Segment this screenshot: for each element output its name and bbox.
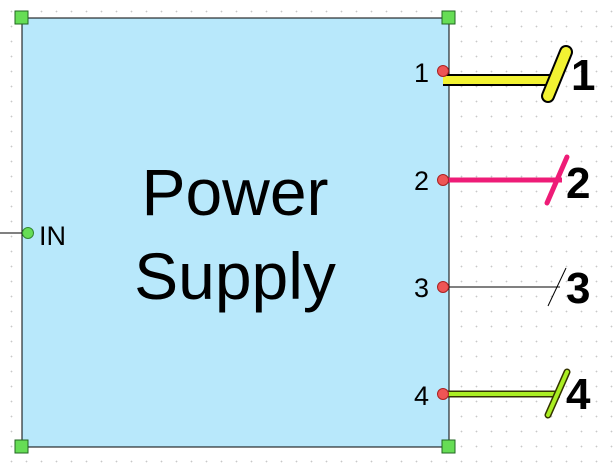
net-tick-4[interactable] [546,370,569,417]
resize-handle-bottom-right[interactable] [441,439,456,454]
output-pin-1-label: 1 [414,58,430,88]
output-pin-2-label: 2 [414,166,430,196]
output-pin-3[interactable] [437,281,449,293]
resize-handle-top-left[interactable] [14,10,29,25]
input-pin-in[interactable] [22,227,34,239]
output-pin-1[interactable] [437,65,449,77]
net-label-4: 4 [566,370,591,419]
net-tick-1[interactable] [543,47,571,101]
resize-handle-bottom-left[interactable] [14,439,29,454]
net-tick-3[interactable] [547,267,567,307]
net-label-1: 1 [571,51,596,100]
resize-handle-top-right[interactable] [441,10,456,25]
input-port-label: IN [39,221,66,251]
output-pin-2[interactable] [437,174,449,186]
block-title-line-1: Power [141,155,329,229]
output-pin-3-label: 3 [414,273,430,303]
output-pin-4-label: 4 [414,381,430,411]
net-label-2: 2 [566,159,591,208]
block-title: Power Supply [22,150,448,318]
block-title-line-2: Supply [134,239,336,313]
output-pin-4[interactable] [437,388,449,400]
power-supply-block[interactable] [21,17,450,448]
net-label-3: 3 [566,264,591,313]
net-tick-2[interactable] [544,154,570,206]
